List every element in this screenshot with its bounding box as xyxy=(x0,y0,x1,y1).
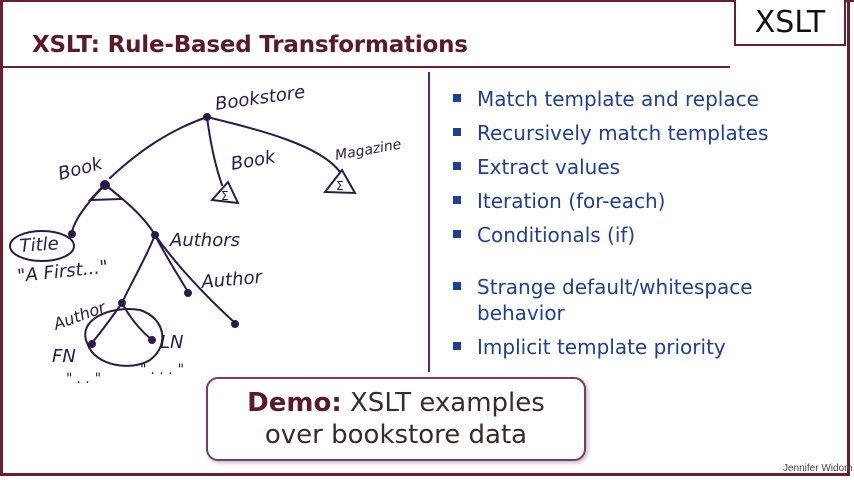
bullet-square-icon xyxy=(453,342,461,350)
label-quotes-right: " . . . " xyxy=(140,362,184,378)
top-border xyxy=(0,0,854,2)
label-title-value: "A First..." xyxy=(16,257,109,287)
label-magazine: Magazine xyxy=(334,137,403,164)
bullet-item: Implicit template priority xyxy=(452,334,842,368)
bullet-item: Iteration (for-each) xyxy=(452,188,842,222)
subtree-triangle-bookleft xyxy=(87,182,125,202)
bullet-square-icon xyxy=(453,282,461,290)
demo-label: Demo: xyxy=(247,388,342,418)
label-fn: FN xyxy=(52,346,76,367)
label-authors: Authors xyxy=(169,230,240,251)
edge-bookstore-book2 xyxy=(206,116,223,186)
node-bookstore xyxy=(203,113,211,121)
bullet-item: Strange default/whitespace behavior xyxy=(452,274,842,334)
edge-book-title xyxy=(71,184,106,233)
label-title: Title xyxy=(19,233,60,257)
edge-authors-extra xyxy=(154,234,236,324)
subtree-triangle-book xyxy=(209,180,240,205)
label-author-left: Author xyxy=(50,297,109,334)
demo-callout: Demo: XSLT examples over bookstore data xyxy=(206,377,586,461)
fn-ln-circle xyxy=(84,308,164,367)
edge-bookstore-book xyxy=(109,116,208,179)
node-book xyxy=(100,180,110,190)
label-author-right: Author xyxy=(200,267,265,293)
label-bookstore: Bookstore xyxy=(214,82,307,115)
bullet-item: Conditionals (if) xyxy=(452,222,842,256)
label-quotes-left: " . . " xyxy=(66,371,101,387)
author-credit: Jennifer Widom xyxy=(783,463,853,474)
demo-line-1-text: XSLT examples xyxy=(341,388,545,418)
edge-authors-author1 xyxy=(121,234,156,304)
bookstore-tree-diagram: Bookstore Book Book Magazine Title "A Fi… xyxy=(9,82,403,387)
column-divider xyxy=(428,72,430,372)
node-leaf xyxy=(231,320,239,328)
title-underline xyxy=(0,66,730,68)
label-book-left: Book xyxy=(56,153,106,185)
label-tri-right: Σ xyxy=(336,179,344,193)
bullet-square-icon xyxy=(453,230,461,238)
topic-badge: XSLT xyxy=(734,0,846,46)
bullet-square-icon xyxy=(453,196,461,204)
bullet-item: Recursively match templates xyxy=(452,120,842,154)
bullet-square-icon xyxy=(453,128,461,136)
node-fn xyxy=(88,340,96,348)
subtree-triangle-magazine xyxy=(323,168,357,195)
slide-title: XSLT: Rule-Based Transformations xyxy=(32,32,468,58)
node-author-left xyxy=(118,299,126,307)
node-author-right xyxy=(184,289,192,297)
bullet-item: Extract values xyxy=(452,154,842,188)
node-title xyxy=(68,230,76,238)
label-ln: LN xyxy=(160,332,184,353)
demo-line-1: Demo: XSLT examples xyxy=(247,387,545,419)
bullet-item: Match template and replace xyxy=(452,86,842,120)
label-book-mid: Book xyxy=(229,146,278,175)
bullet-list: Match template and replace Recursively m… xyxy=(452,86,842,368)
bullet-square-icon xyxy=(453,162,461,170)
node-ln xyxy=(148,336,156,344)
title-circle xyxy=(9,230,75,262)
label-tri-mid: Σ xyxy=(221,189,229,203)
demo-line-2: over bookstore data xyxy=(264,420,528,450)
edge-book-authors xyxy=(104,184,156,236)
edge-bookstore-magazine xyxy=(206,116,341,173)
edge-author-fn xyxy=(91,302,123,344)
node-authors xyxy=(151,231,159,239)
bullet-square-icon xyxy=(453,94,461,102)
